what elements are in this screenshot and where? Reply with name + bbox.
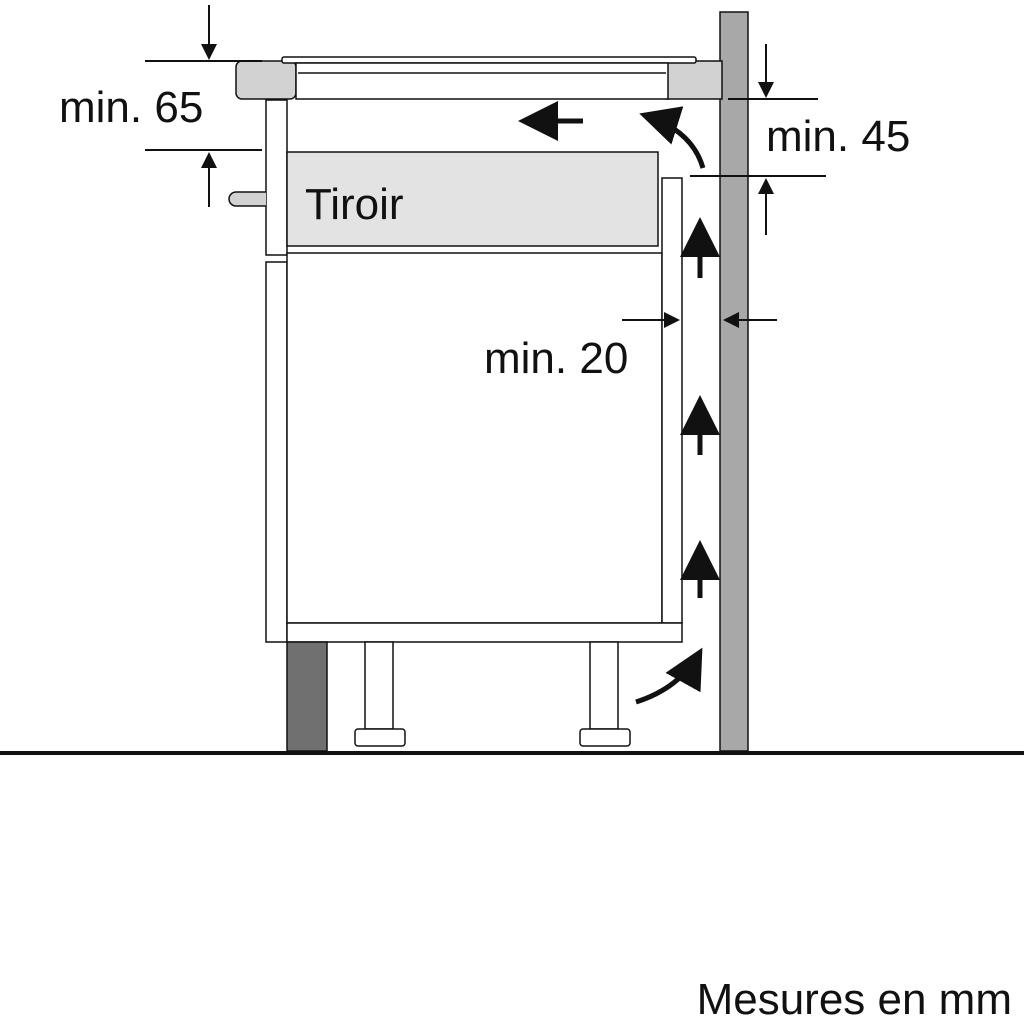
leg-left-post: [364, 641, 394, 730]
dim-top-label: min. 65: [59, 83, 203, 132]
leg-right-foot: [579, 728, 631, 747]
front-lower-panel: [265, 261, 288, 643]
airflow-arrows: [518, 101, 720, 705]
cabinet-body: [286, 252, 663, 624]
leg-left: [354, 641, 406, 747]
hob-glass: [281, 56, 697, 64]
leg-left-foot: [354, 728, 406, 747]
dim-right-label: min. 45: [766, 112, 910, 161]
dim-gap-label: min. 20: [484, 334, 628, 383]
drawer-box: [286, 151, 659, 247]
hob-body: [295, 62, 669, 100]
worktop-right: [665, 60, 723, 100]
airflow-arrow-top-curve: [639, 106, 706, 169]
cabinet-back-panel: [661, 177, 683, 624]
worktop-left: [235, 60, 297, 100]
dimension-right: [690, 44, 826, 235]
drawer-handle: [228, 191, 266, 207]
units-caption: Mesures en mm: [697, 975, 1012, 1024]
cabinet-base: [286, 622, 683, 643]
drawer-label: Tiroir: [305, 180, 404, 229]
cooktop: [235, 56, 723, 100]
airflow-arrow-bottom-curve: [635, 647, 703, 705]
front-upper-panel: [265, 99, 288, 256]
dimension-top: [145, 5, 262, 207]
leg-right: [579, 641, 631, 747]
leg-right-post: [589, 641, 619, 730]
plinth: [286, 641, 328, 752]
wall: [719, 11, 749, 752]
